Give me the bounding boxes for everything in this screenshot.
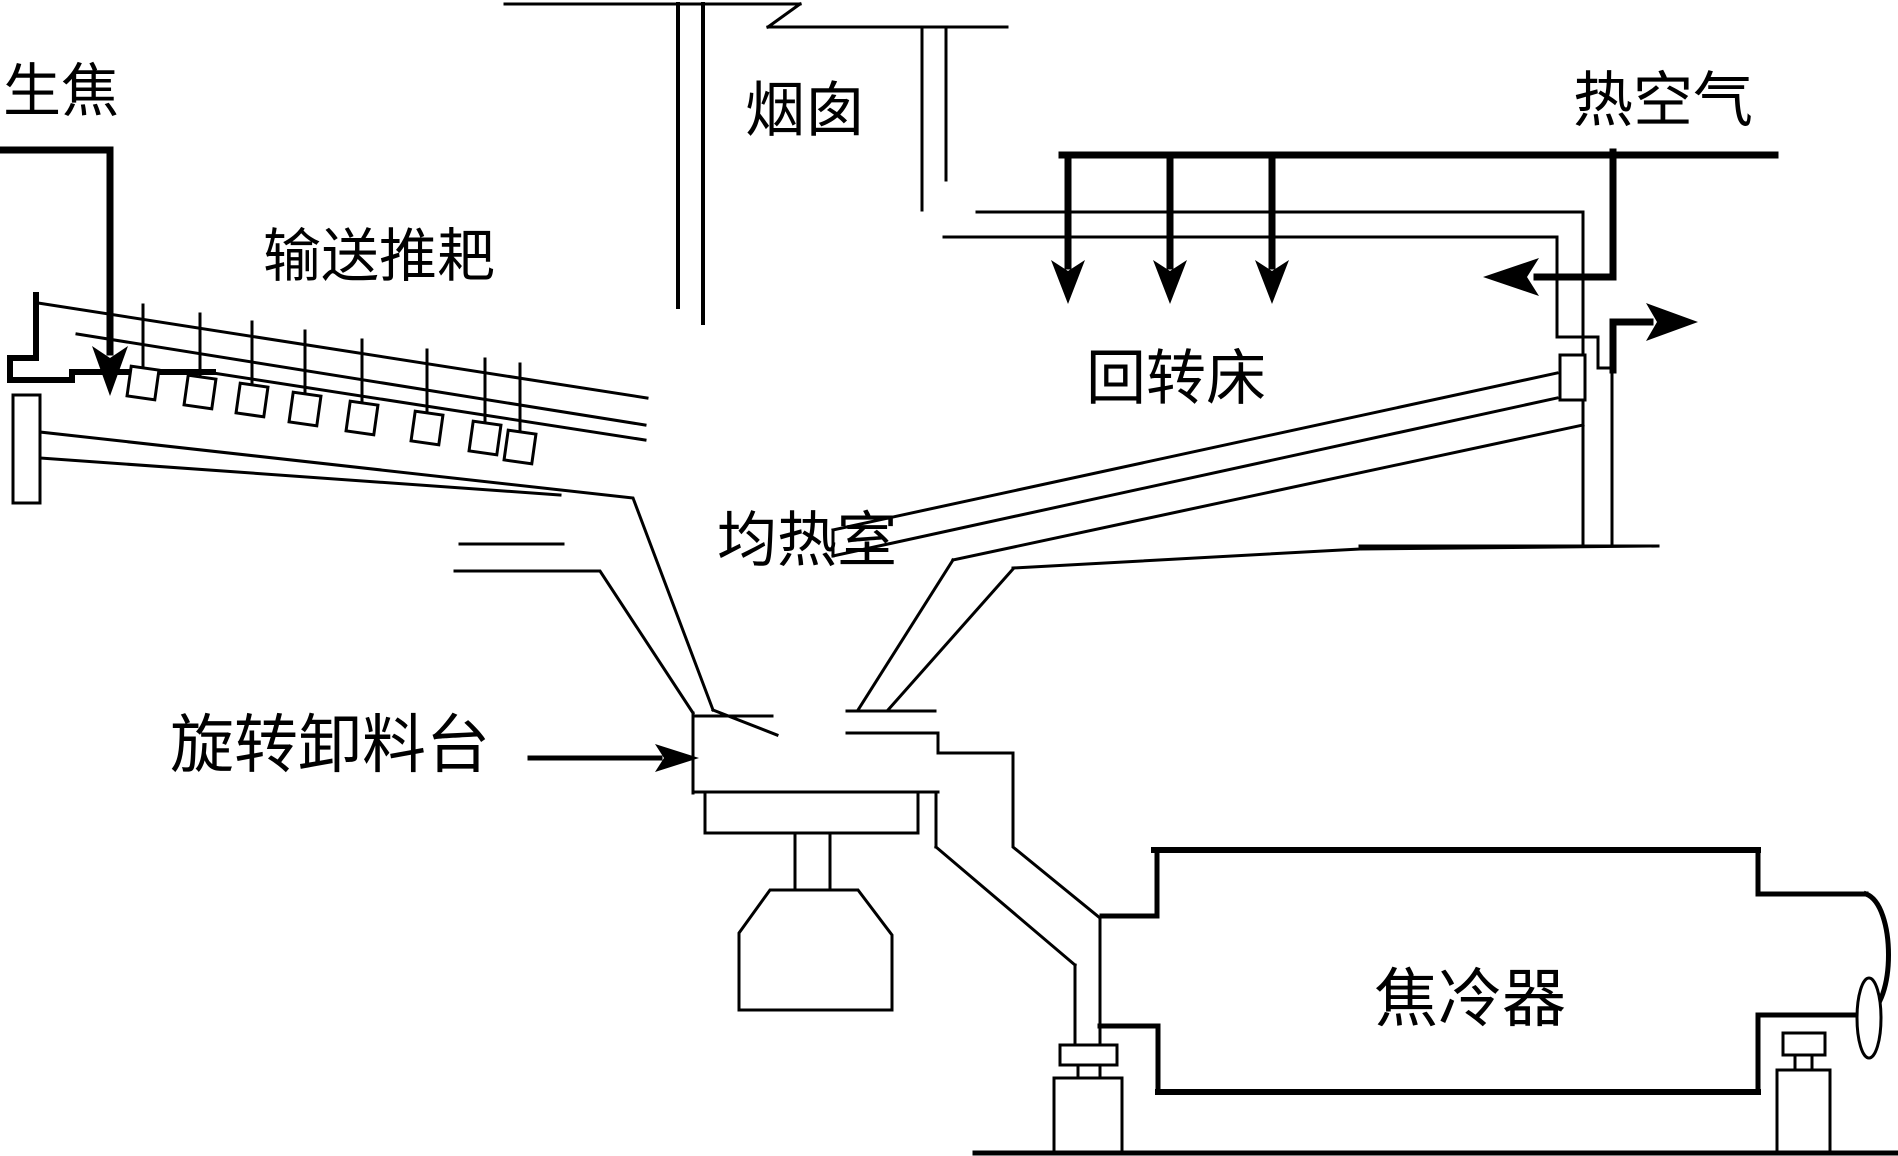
rake-blade: [125, 364, 161, 402]
rake: [234, 320, 270, 419]
rake: [467, 357, 503, 457]
cooler-right-pedestal-cap: [1781, 1031, 1827, 1057]
rake: [344, 338, 380, 437]
chute-group: [933, 731, 1124, 1154]
funnel-left-wall-outer: [453, 569, 696, 716]
down-arrow-icon: [1153, 260, 1187, 304]
bed-right-end-post: [1558, 353, 1587, 402]
funnel-right-wall-inner: [855, 557, 956, 713]
conveyor-rail-top: [36, 301, 649, 400]
bed-underside: [951, 423, 1585, 562]
feed-conveyor-group: 生焦 输送推耙: [0, 59, 649, 505]
discharge-table-group: 旋转卸料台: [170, 709, 940, 1012]
conveyor-support-post: [11, 393, 42, 505]
rake-blade: [467, 419, 503, 457]
funnel-left-wall-inner: [38, 430, 715, 712]
down-arrow-icon: [1051, 260, 1085, 304]
table-middle-tier: [703, 791, 920, 835]
label-hot-air: 热空气: [1573, 67, 1753, 134]
conveyor-trough-rail: [211, 371, 647, 442]
conveyor-lower-line: [38, 456, 562, 497]
rotary-bed-group: 回转床: [831, 210, 1660, 570]
label-chimney: 烟囱: [745, 77, 865, 144]
label-rotary-bed: 回转床: [1086, 345, 1266, 412]
rake: [125, 303, 161, 402]
right-arrow-icon: [655, 744, 699, 772]
down-arrow-icon: [1255, 260, 1289, 304]
bed-exhaust-step: [1555, 335, 1615, 370]
rake-blade: [409, 409, 445, 447]
chimney-group: 烟囱: [503, 1, 1009, 325]
label-discharge-table: 旋转卸料台: [170, 709, 490, 781]
hot-air-group: 热空气: [1051, 67, 1779, 374]
rake-blade: [344, 399, 380, 437]
rake-blade: [502, 428, 538, 466]
chute-lower-wall: [933, 844, 1078, 968]
rake: [182, 312, 218, 411]
rake-blade: [234, 381, 270, 419]
bed-deck-bottom: [831, 396, 1559, 558]
rake: [409, 348, 445, 447]
rake: [287, 329, 323, 428]
funnel-lip: [711, 708, 779, 737]
right-arrow-icon: [1646, 303, 1698, 341]
left-arrow-icon: [1483, 258, 1539, 296]
label-soaking-chamber: 均热室: [717, 507, 897, 574]
bed-bottom-line: [1011, 544, 1660, 570]
label-coke-cooler: 焦冷器: [1374, 963, 1566, 1035]
soaking-chamber-group: 均热室: [38, 430, 1016, 795]
rake-blade: [287, 390, 323, 428]
funnel-right-wall-outer: [885, 566, 1016, 713]
rake: [502, 362, 538, 466]
conveyor-left-end-bracket: [7, 292, 216, 383]
label-raw-coke: 生焦: [3, 59, 119, 124]
bed-deck-top: [831, 371, 1559, 532]
raw-coke-feed-pipe: [0, 146, 114, 356]
label-conveyor-rake: 输送推耙: [263, 224, 495, 289]
flue-break-diagonal: [765, 1, 803, 30]
cooler-right-pedestal-base: [1775, 1068, 1832, 1154]
inlet-seal-box: [1058, 1043, 1119, 1067]
coke-cooler-group: 焦冷器: [972, 847, 1898, 1156]
chute-upper-wall: [936, 731, 1103, 921]
drive-housing: [737, 888, 894, 1012]
rake-blade: [182, 373, 218, 411]
trunnion-roller: [1855, 976, 1883, 1060]
cooler-left-pedestal: [1052, 1076, 1124, 1154]
